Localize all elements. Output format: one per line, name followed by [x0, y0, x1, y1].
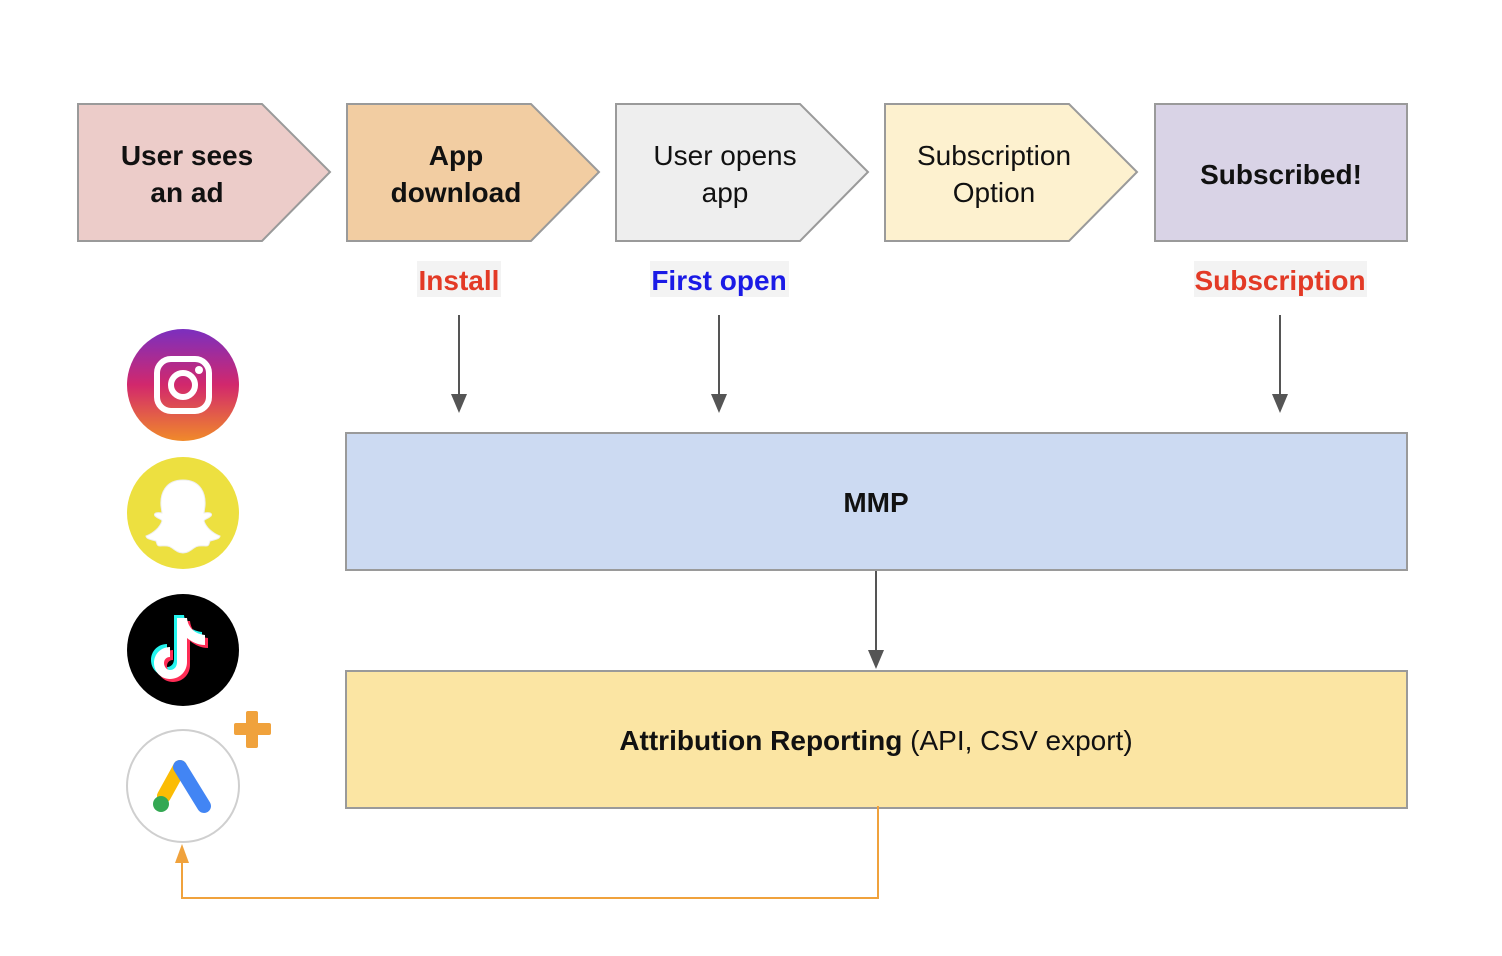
event-first-open-bg [650, 261, 789, 297]
step-label-line2: download [391, 177, 522, 208]
google-ads-icon [126, 729, 240, 843]
step-label-line1: App [429, 140, 483, 171]
step-label-line1: User sees [121, 140, 253, 171]
step-app-download: App download [346, 103, 601, 242]
arrow-first-open-to-mmp [711, 315, 727, 413]
step-label-line1: Subscribed! [1200, 159, 1362, 190]
feedback-arrow [175, 806, 879, 899]
event-install-label: Install [419, 265, 500, 296]
attribution-reporting-label-rest: (API, CSV export) [902, 725, 1132, 756]
arrow-mmp-to-reporting [868, 571, 884, 669]
step-label-line1: Subscription [917, 140, 1071, 171]
arrow-subscription-to-mmp [1272, 315, 1288, 413]
snapchat-icon [127, 457, 239, 569]
step-shape [615, 103, 870, 242]
attribution-reporting-box: Attribution Reporting (API, CSV export) [345, 670, 1408, 809]
step-user-sees-ad: User sees an ad [77, 103, 332, 242]
attribution-reporting-label-bold: Attribution Reporting [619, 725, 902, 756]
step-user-opens-app: User opens app [615, 103, 870, 242]
mmp-box: MMP [345, 432, 1408, 571]
step-shape [884, 103, 1139, 242]
attribution-reporting-label: Attribution Reporting (API, CSV export) [619, 725, 1132, 756]
tiktok-icon [127, 594, 239, 706]
step-label-line1: User opens [653, 140, 796, 171]
plus-icon [234, 711, 271, 748]
step-subscribed: Subscribed! [1154, 103, 1408, 242]
step-shape [77, 103, 332, 242]
step-subscription-option: Subscription Option [884, 103, 1139, 242]
step-label-line2: Option [953, 177, 1036, 208]
step-shape [1154, 103, 1408, 242]
instagram-icon [127, 329, 239, 441]
event-install-bg [417, 261, 501, 297]
step-label-line2: app [702, 177, 749, 208]
step-shape [346, 103, 601, 242]
event-first-open-label: First open [651, 265, 786, 296]
mmp-label: MMP [843, 487, 908, 518]
event-subscription-label: Subscription [1194, 265, 1365, 296]
event-subscription-bg [1194, 261, 1367, 297]
step-label-line2: an ad [150, 177, 223, 208]
arrow-install-to-mmp [451, 315, 467, 413]
